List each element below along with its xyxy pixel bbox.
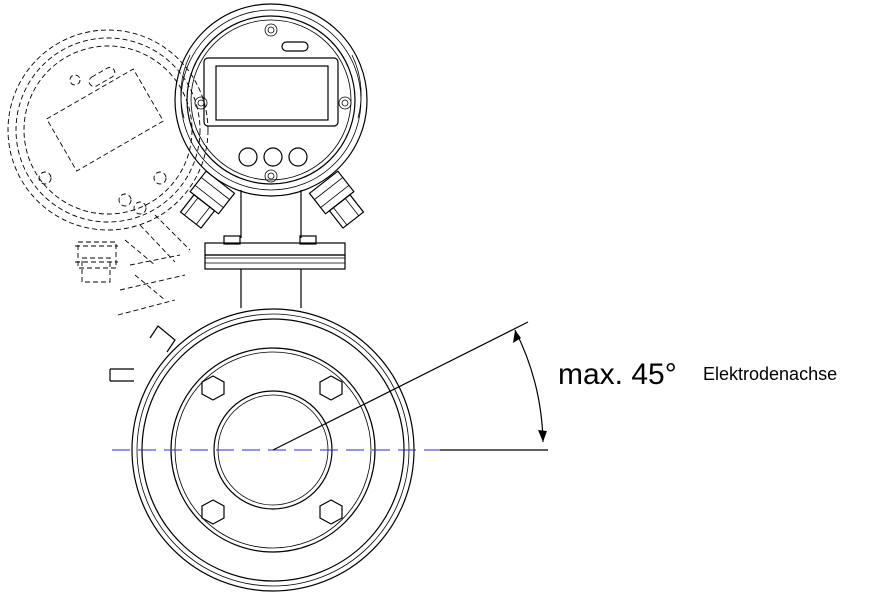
axis-label: Elektrodenachse xyxy=(703,364,837,384)
neck-flange xyxy=(204,235,346,308)
rotated-head-ghost xyxy=(7,29,209,316)
angle-label: max. 45° xyxy=(558,358,677,391)
transmitter-head xyxy=(174,3,368,238)
angle-dimension xyxy=(272,321,548,451)
